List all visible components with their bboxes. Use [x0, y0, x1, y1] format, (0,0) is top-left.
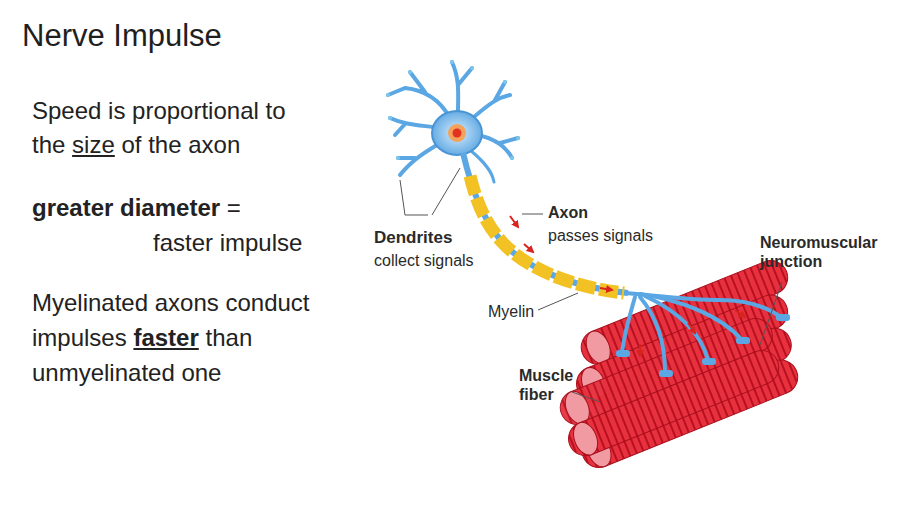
text-line: impulsesfaster than	[32, 324, 252, 352]
terminal-pads	[616, 314, 790, 377]
dendrite-tips	[386, 60, 520, 160]
body-text: impulses	[32, 324, 127, 352]
dendrites	[388, 62, 518, 182]
part-description: passes signals	[548, 226, 653, 245]
body-text: the	[32, 131, 65, 159]
text-line: greater diameter=	[32, 194, 241, 222]
nucleolus	[453, 129, 462, 138]
body-text: faster impulse	[153, 229, 302, 257]
cell-body	[432, 111, 482, 155]
body-text: faster	[133, 324, 198, 352]
body-text: =	[227, 194, 241, 222]
part-label: Dendrites	[374, 228, 452, 248]
leader-lines	[400, 168, 782, 402]
text-line: unmyelinated one	[32, 359, 221, 387]
body-text: unmyelinated one	[32, 359, 221, 387]
text-line: faster impulse	[153, 229, 302, 257]
muscle-cylinder	[563, 345, 783, 460]
body-text: than	[206, 324, 253, 352]
signal-arrows	[510, 216, 745, 356]
part-label: Neuromuscular junction	[760, 233, 895, 271]
body-text: Myelinated axons conduct	[32, 289, 310, 317]
body-text: size	[72, 131, 115, 159]
part-label: Myelin	[488, 302, 534, 321]
text-line: Myelinated axons conduct	[32, 289, 310, 317]
slide-title: Nerve Impulse	[22, 18, 222, 54]
body-text: Speed is proportional to	[32, 97, 286, 125]
body-text: of the axon	[122, 131, 241, 159]
part-label: Muscle fiber	[519, 366, 581, 404]
part-label: Axon	[548, 203, 588, 222]
part-description: collect signals	[374, 251, 474, 270]
axon	[463, 153, 628, 293]
text-line: Speed is proportional to	[32, 97, 286, 125]
text-line: thesizeof the axon	[32, 131, 240, 159]
axon-terminals	[622, 293, 782, 372]
body-text: greater diameter	[32, 194, 220, 222]
nucleus	[448, 124, 466, 142]
